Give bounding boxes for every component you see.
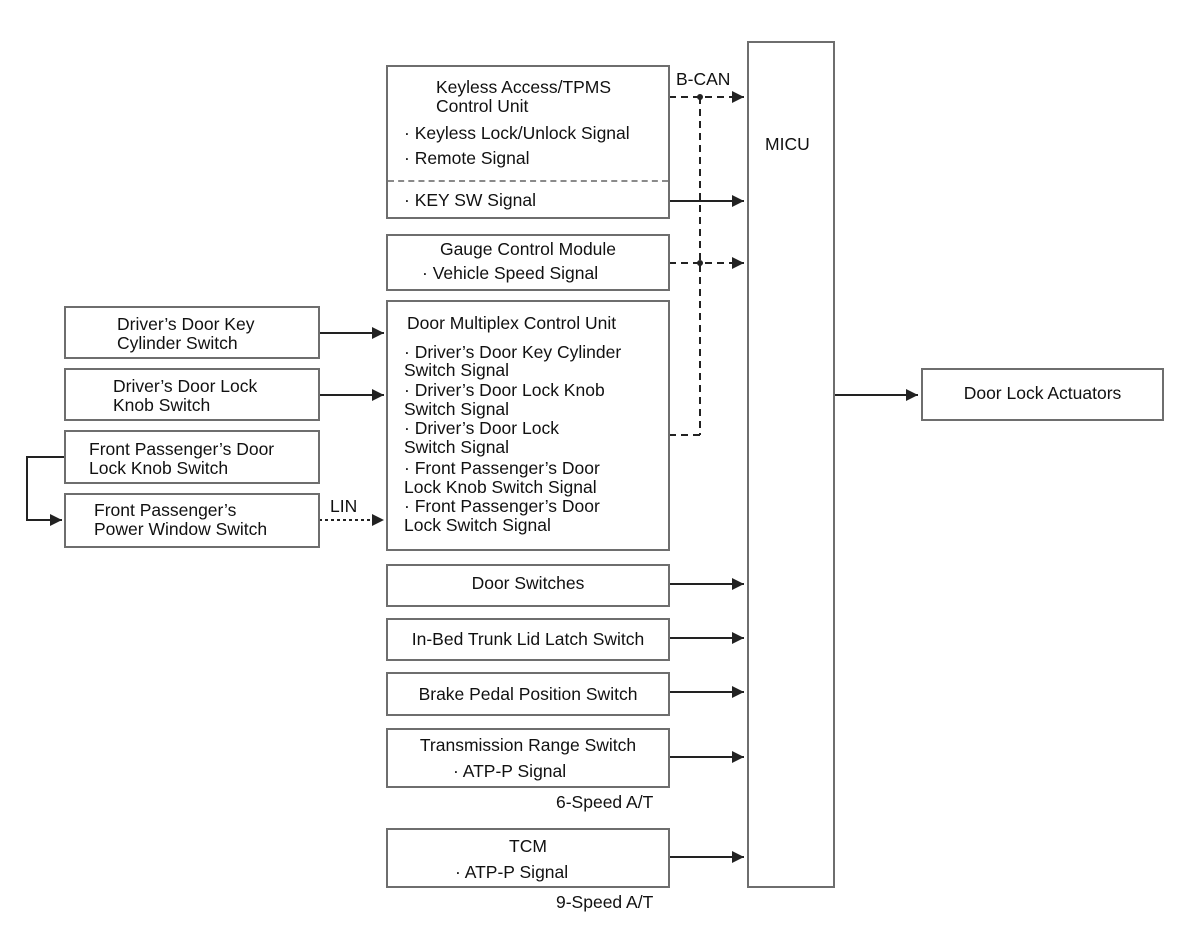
bcan-junction-gauge [697,260,703,266]
front-passenger-lock-knob-switch-box [64,430,320,484]
gauge-control-module-box [386,234,670,291]
keyless-signal-keysw: · KEY SW Signal [404,190,536,210]
door-mux-signal-line: · Driver’s Door Lock Knob [404,380,605,400]
driver-key-cylinder-switch-box [64,306,320,359]
tcm-title: TCM [509,836,547,856]
door-multiplex-box [386,300,670,551]
brake-pedal-switch-label: Brake Pedal Position Switch [418,684,638,704]
door-mux-signal-line: · Front Passenger’s Door [404,496,600,516]
door-lock-actuators-label: Door Lock Actuators [963,383,1122,403]
door-mux-signal-line: Switch Signal [404,437,510,457]
tcm-box [386,828,670,888]
trunk-latch-switch-label: In-Bed Trunk Lid Latch Switch [411,629,645,649]
door-mux-signal-line: Lock Switch Signal [404,515,551,535]
door-multiplex-title: Door Multiplex Control Unit [407,313,617,333]
driver-key-cylinder-label-2: Cylinder Switch [117,333,238,353]
nine-speed-note: 9-Speed A/T [556,892,654,912]
lin-label: LIN [330,496,358,516]
micu-box [747,41,835,888]
front-passenger-lock-knob-label-1: Front Passenger’s Door [89,439,275,459]
transmission-range-switch-box [386,728,670,788]
micu-label: MICU [765,134,810,154]
front-passenger-lock-knob-label-2: Lock Knob Switch [89,458,229,478]
door-switches-label: Door Switches [471,573,585,593]
front-passenger-power-window-switch-box [64,493,320,548]
bcan-label: B-CAN [676,69,731,89]
keyless-title-line2: Control Unit [436,96,529,116]
door-lock-actuators-box [921,368,1164,421]
keyless-signal-remote: · Remote Signal [404,148,530,168]
six-speed-note: 6-Speed A/T [556,792,654,812]
gauge-title: Gauge Control Module [439,239,617,259]
door-mux-signal-line: · Front Passenger’s Door [404,458,600,478]
door-mux-signal-line: Switch Signal [404,399,510,419]
driver-lock-knob-label-1: Driver’s Door Lock [113,376,258,396]
keyless-signal-lock-unlock: · Keyless Lock/Unlock Signal [404,123,630,143]
driver-key-cylinder-label-1: Driver’s Door Key [117,314,255,334]
door-mux-signal-line: · Driver’s Door Key Cylinder [404,342,622,362]
transmission-atp-signal: · ATP-P Signal [453,761,567,781]
tcm-atp-signal: · ATP-P Signal [455,862,569,882]
front-passenger-window-label-1: Front Passenger’s [94,500,237,520]
brake-pedal-switch-box [386,672,670,716]
driver-lock-knob-switch-box [64,368,320,421]
door-mux-signal-line: Switch Signal [404,360,510,380]
transmission-range-title: Transmission Range Switch [419,735,637,755]
keyless-control-unit-box [386,65,670,219]
bcan-junction-top [697,94,703,100]
front-passenger-window-label-2: Power Window Switch [94,519,268,539]
fpknob-to-window-line [26,456,64,526]
driver-lock-knob-label-2: Knob Switch [113,395,211,415]
gauge-signal-speed: · Vehicle Speed Signal [422,263,599,283]
door-mux-signal-line: Lock Knob Switch Signal [404,477,597,497]
keyless-title-line1: Keyless Access/TPMS [436,77,612,97]
keyless-divider [388,180,668,182]
door-switches-box [386,564,670,607]
door-mux-signal-line: · Driver’s Door Lock [404,418,559,438]
trunk-latch-switch-box [386,618,670,661]
